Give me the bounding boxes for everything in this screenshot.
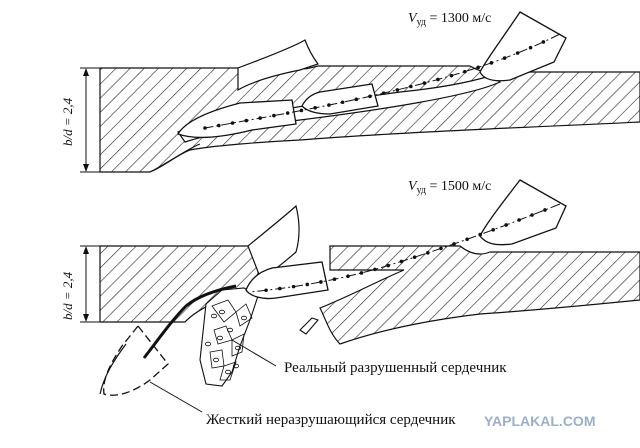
fragment-bit (218, 309, 225, 315)
trajectory-dot (230, 121, 235, 125)
rigid-core-leader (149, 381, 203, 413)
trajectory-dot (541, 40, 546, 44)
trajectory-dot (395, 88, 400, 92)
bottom-core-deflection-path (142, 284, 237, 359)
trajectory-dot (436, 77, 440, 82)
trajectory-dot (489, 61, 494, 65)
trajectory-dot (491, 227, 495, 232)
trajectory-dot (319, 280, 323, 284)
trajectory-dot (203, 126, 207, 130)
trajectory-dot (465, 237, 469, 242)
bottom-velocity-label: Vуд = 1500 м/с (408, 179, 491, 196)
bottom-trajectory-line (249, 203, 561, 293)
trajectory-dot (476, 65, 480, 70)
fragment-bit (212, 357, 219, 363)
trajectory-dot (528, 45, 533, 50)
top-projectile-incoming (479, 11, 567, 82)
trajectory-dot (530, 213, 534, 217)
trajectory-dot (478, 232, 482, 237)
trajectory-dot (502, 56, 507, 60)
trajectory-dot (285, 111, 290, 115)
trajectory-dot (399, 259, 404, 264)
trajectory-dot (313, 105, 317, 110)
trajectory-dot (258, 116, 262, 120)
trajectory-dot (216, 123, 221, 128)
fragment-bit (226, 327, 233, 333)
top-trajectory-dots (203, 40, 546, 130)
trajectory-dot (504, 223, 508, 227)
rigid-core-callout: Жесткий неразрушающийся сердечник (206, 412, 456, 428)
fragment-bit (204, 341, 211, 347)
trajectory-dot (452, 242, 456, 246)
top-rear-bulge (149, 143, 201, 173)
fragment-bit (240, 315, 247, 321)
trajectory-dot (409, 84, 413, 89)
trajectory-dot (299, 108, 304, 113)
trajectory-dot (278, 286, 282, 291)
trajectory-dot (386, 263, 390, 268)
top-dimension: b/d = 2,4 (60, 67, 100, 173)
trajectory-dot (463, 69, 467, 74)
trajectory-dot (517, 218, 521, 222)
trajectory-dot (359, 271, 364, 275)
trajectory-dot (354, 97, 359, 102)
bottom-trajectory-dots (264, 208, 547, 293)
top-armor-plate (99, 65, 640, 173)
top-projectile-entry (301, 83, 379, 115)
real-core-callout: Реальный разрушенный сердечник (284, 360, 507, 376)
trajectory-dot (327, 103, 331, 107)
trajectory-dot (340, 100, 345, 105)
trajectory-dot (426, 251, 430, 255)
trajectory-dot (332, 277, 337, 282)
bottom-armor-plate-right (319, 245, 640, 345)
trajectory-dot (368, 94, 372, 99)
fragment-bit (216, 335, 223, 341)
trajectory-dot (373, 267, 377, 272)
trajectory-dot (439, 246, 443, 251)
top-fracture-lip (237, 39, 319, 92)
trajectory-dot (449, 73, 454, 78)
trajectory-dot (264, 288, 268, 293)
trajectory-dot (272, 113, 276, 118)
trajectory-dot (346, 274, 350, 279)
watermark: YAPLAKAL.COM (484, 413, 596, 429)
core-fragment-bits (204, 309, 247, 375)
trajectory-dot (381, 91, 386, 95)
trajectory-dot (515, 51, 520, 55)
bottom-ratio-label: b/d = 2,4 (60, 271, 75, 320)
trajectory-dot (412, 255, 417, 259)
top-projectile-inside (177, 99, 297, 139)
bottom-rigid-core (99, 324, 169, 396)
trajectory-dot (543, 208, 547, 212)
trajectory-dot (305, 282, 310, 287)
bottom-panel: b/d = 2,4 Vуд = 1500 м/с Реальный разруш… (60, 179, 640, 428)
bottom-projectile-incoming (479, 179, 567, 246)
bottom-spall-fragment (299, 317, 319, 335)
fragment-bit (234, 345, 241, 351)
real-core-leader (231, 339, 277, 367)
fragment-bit (224, 369, 231, 375)
trajectory-dot (291, 284, 296, 289)
bottom-fragmented-core (199, 287, 259, 387)
top-panel: b/d = 2,4 Vуд = 1300 м/с (60, 11, 640, 173)
trajectory-dot (422, 81, 427, 85)
fragment-bit (232, 363, 239, 369)
bottom-dimension: b/d = 2,4 (60, 245, 100, 323)
top-velocity-label: Vуд = 1300 м/с (408, 11, 491, 28)
top-ratio-label: b/d = 2,4 (60, 97, 75, 146)
trajectory-dot (244, 118, 249, 123)
fragment-bit (210, 313, 217, 319)
